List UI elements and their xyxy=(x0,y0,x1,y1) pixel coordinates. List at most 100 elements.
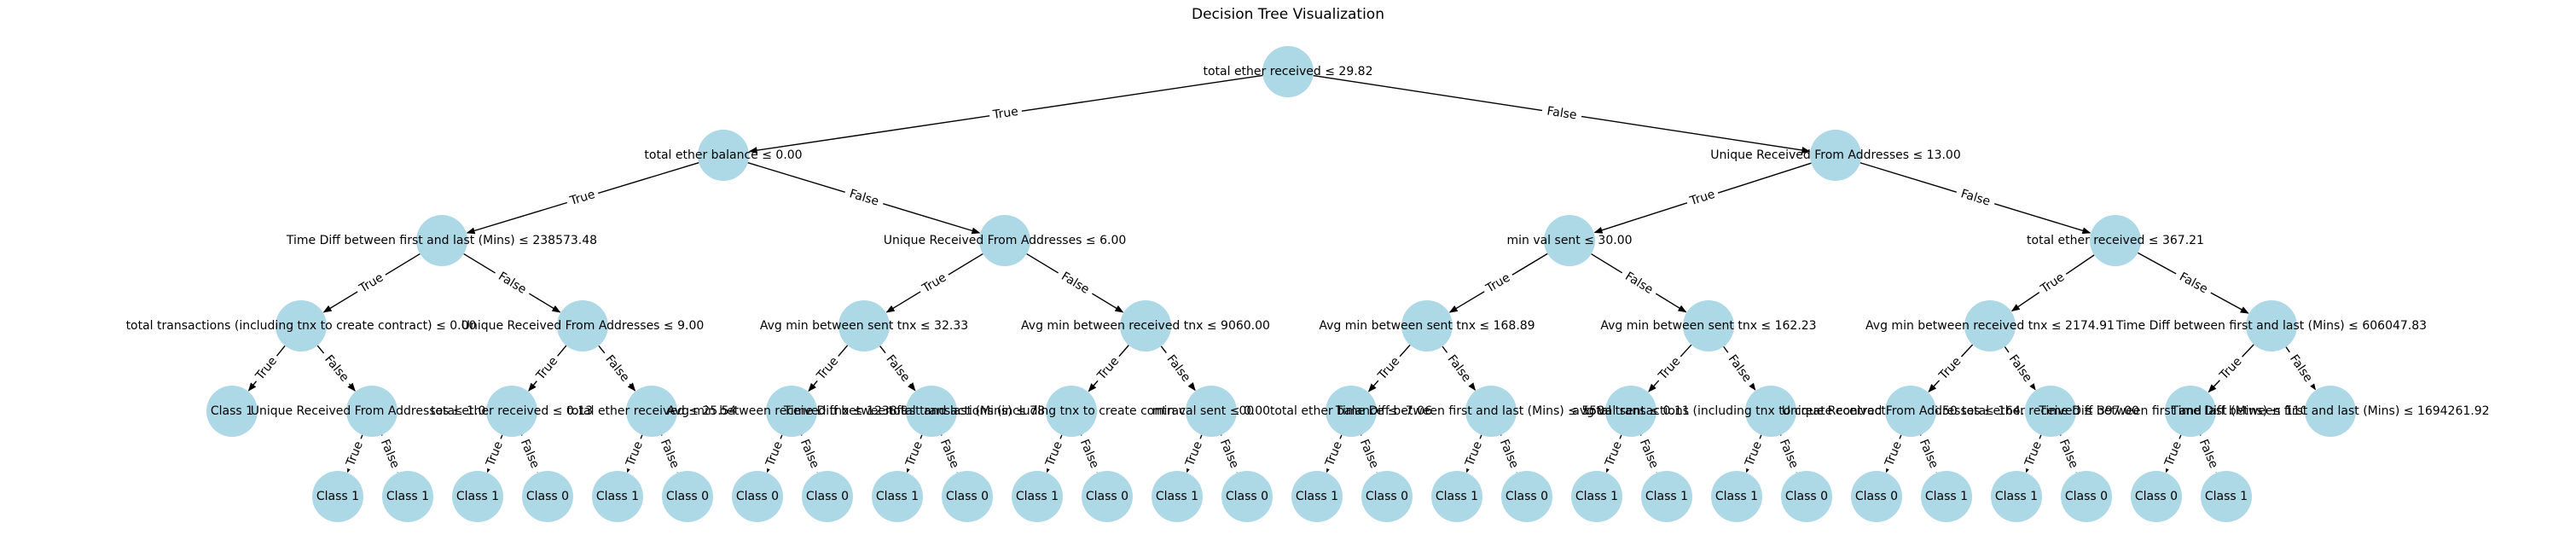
leaf-node: Class 0 xyxy=(942,471,993,522)
node-circle xyxy=(592,471,643,522)
node-label: total ether received ≤ 29.82 xyxy=(1203,65,1372,78)
node-label: Class 1 xyxy=(1016,490,1059,503)
tree-edge: True xyxy=(1321,434,1347,473)
edge-label: True xyxy=(1743,439,1765,468)
decision-node: Avg min between received tnx ≤ 2174.91 xyxy=(1865,300,2115,351)
edge-label-background xyxy=(565,186,600,210)
node-circle xyxy=(872,471,923,522)
decision-node: avg val sent ≤ 0.11 xyxy=(1572,386,1690,437)
node-label: Avg min between sent tnx ≤ 162.23 xyxy=(1600,319,1816,333)
edge-label-background xyxy=(812,351,844,386)
leaf-node: Class 1 xyxy=(1571,471,1622,522)
node-label: Class 1 xyxy=(456,490,499,503)
leaf-node: Class 0 xyxy=(802,471,853,522)
node-label: total transactions (including tnx to cre… xyxy=(889,404,1255,418)
node-label: Unique Received From Addresses ≤ 6.00 xyxy=(884,234,1127,247)
node-circle xyxy=(2090,215,2141,266)
tree-edge: True xyxy=(622,434,647,473)
decision-node: Avg min between received tnx ≤ 1238.90 xyxy=(667,386,916,437)
node-circle xyxy=(416,215,467,266)
node-label: Unique Received From Addresses ≤ 13.00 xyxy=(1710,148,1961,162)
tree-edge: True xyxy=(1448,253,1548,313)
node-label: min val sent ≤ 30.00 xyxy=(1506,234,1632,247)
tree-edge: False xyxy=(2137,252,2249,314)
edge-label: False xyxy=(1637,438,1661,471)
edge-label-background xyxy=(531,351,563,386)
node-circle xyxy=(942,471,993,522)
node-label: total transactions (including tnx to cre… xyxy=(1584,404,1958,418)
diagram-title: Decision Tree Visualization xyxy=(1192,6,1384,23)
edge-label: True xyxy=(1043,439,1065,468)
node-label: total ether balance ≤ 0.00 xyxy=(644,148,802,162)
edge-label: False xyxy=(2196,438,2220,471)
tree-edge: False xyxy=(879,346,916,392)
edge-label: True xyxy=(567,188,596,208)
decision-node: Time Diff between first and last (Mins) … xyxy=(783,386,1079,437)
node-circle xyxy=(1605,386,1656,437)
node-label: total transactions (including tnx to cre… xyxy=(126,319,477,333)
tree-edge: True xyxy=(885,253,983,313)
node-circle xyxy=(2246,300,2297,351)
tree-edge: True xyxy=(1461,434,1487,473)
decision-node: total ether balance ≤ -7.06 xyxy=(1270,386,1432,437)
node-label: total ether balance ≤ -7.06 xyxy=(1270,404,1432,418)
node-label: Unique Received From Addresses ≤ 9.00 xyxy=(461,319,705,333)
leaf-node: Class 1 xyxy=(592,471,643,522)
edge-label-background xyxy=(1372,351,1406,386)
node-circle xyxy=(1082,471,1133,522)
tree-edge: True xyxy=(2021,434,2046,473)
tree-edge: True xyxy=(1928,344,1974,393)
node-circle xyxy=(557,300,608,351)
decision-node: Unique Received From Addresses ≤ 13.00 xyxy=(1710,130,1961,181)
node-circle xyxy=(906,386,957,437)
edge-label-background xyxy=(1355,433,1384,475)
decision-node: total ether received ≤ 0.13 xyxy=(431,386,593,437)
decision-node: Unique Received From Addresses ≤ 6.00 xyxy=(884,215,1127,266)
tree-edge: False xyxy=(463,253,561,313)
decision-node: total ether received ≤ 29.82 xyxy=(1203,46,1373,97)
edge-label-background xyxy=(1160,348,1197,389)
leaf-node: Class 0 xyxy=(2131,471,2182,522)
edge-label-background xyxy=(1075,433,1104,475)
edge-label-background xyxy=(2194,433,2223,475)
tree-edge: False xyxy=(1859,162,2092,235)
node-circle xyxy=(1571,471,1622,522)
edge-label: False xyxy=(378,438,402,471)
node-label: Class 0 xyxy=(1366,490,1408,503)
edge-label-background xyxy=(1540,103,1583,124)
edge-label-background xyxy=(1653,351,1686,386)
tree-edge: False xyxy=(1075,433,1104,475)
node-circle xyxy=(1291,471,1343,522)
node-circle xyxy=(1120,300,1171,351)
node-circle xyxy=(1781,471,1832,522)
tree-edge: False xyxy=(375,433,404,475)
node-circle xyxy=(2305,386,2356,437)
edge-label: False xyxy=(1217,438,1241,471)
node-label: Class 0 xyxy=(1086,490,1128,503)
tree-edge: True xyxy=(247,345,286,392)
node-circle xyxy=(382,471,433,522)
tree-edge: False xyxy=(2003,346,2038,391)
tree-edge: False xyxy=(1160,346,1197,392)
edge-label: False xyxy=(496,270,528,297)
decision-node: Time Diff between first and last (Mins) … xyxy=(2115,300,2427,351)
leaf-node: Class 1 xyxy=(312,471,363,522)
node-circle xyxy=(1152,471,1203,522)
node-label: avg val sent ≤ 0.11 xyxy=(1572,404,1689,418)
node-circle xyxy=(1501,471,1552,522)
tree-edge: True xyxy=(1648,344,1692,392)
node-label: Time Diff between first and last (Mins) … xyxy=(783,404,1079,418)
edge-label: True xyxy=(991,105,1019,122)
node-label: Time Diff between first and last (Mins) … xyxy=(2170,404,2489,418)
tree-edge: False xyxy=(1914,433,1943,475)
node-circle xyxy=(2165,386,2216,437)
node-circle xyxy=(312,471,363,522)
leaf-node: Class 1 xyxy=(452,471,503,522)
decision-node: total transactions (including tnx to cre… xyxy=(126,300,477,351)
node-circle xyxy=(276,300,327,351)
edge-label: True xyxy=(1883,439,1905,468)
tree-edge: False xyxy=(2054,433,2083,475)
node-circle xyxy=(1401,300,1453,351)
decision-node: Avg min between received tnx ≤ 9060.00 xyxy=(1021,300,1270,351)
